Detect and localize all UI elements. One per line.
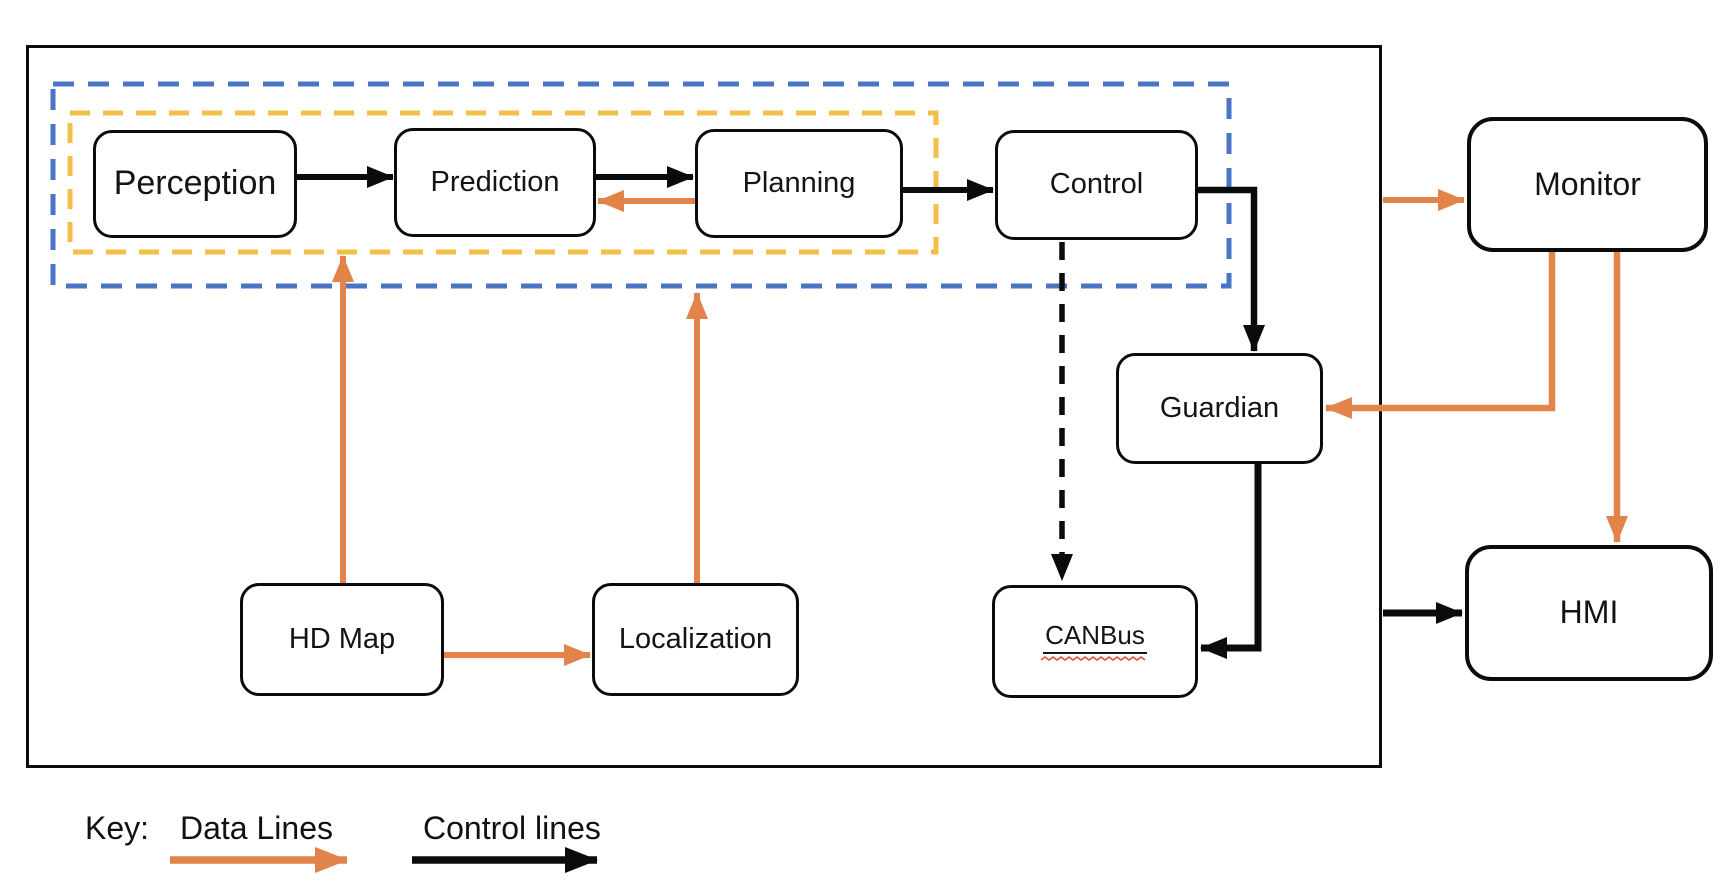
node-planning: Planning — [695, 129, 903, 238]
legend-key-label: Key: — [85, 810, 150, 846]
node-guardian-label: Guardian — [1159, 391, 1280, 424]
node-canbus-label: CANBus — [1043, 621, 1147, 654]
node-localization: Localization — [592, 583, 799, 696]
node-guardian: Guardian — [1116, 353, 1323, 464]
node-hd-map: HD Map — [240, 583, 444, 696]
node-monitor: Monitor — [1467, 117, 1708, 252]
node-hmi-label: HMI — [1559, 594, 1619, 631]
node-perception: Perception — [93, 130, 297, 238]
legend-control-lines-label: Control lines — [423, 810, 601, 846]
spellcheck-squiggle-path — [1040, 655, 1146, 661]
node-perception-label: Perception — [113, 164, 277, 203]
legend-data-lines-label: Data Lines — [180, 810, 333, 846]
spellcheck-squiggle — [1040, 655, 1146, 661]
node-prediction: Prediction — [394, 128, 596, 237]
node-localization-label: Localization — [618, 622, 773, 655]
node-prediction-label: Prediction — [430, 165, 560, 198]
node-control-label: Control — [1049, 168, 1144, 201]
node-hd-map-label: HD Map — [288, 622, 396, 655]
node-planning-label: Planning — [742, 166, 856, 199]
node-control: Control — [995, 130, 1198, 240]
node-hmi: HMI — [1465, 545, 1713, 681]
node-monitor-label: Monitor — [1534, 165, 1641, 202]
node-canbus-content: CANBus — [1040, 621, 1150, 662]
node-canbus: CANBus — [992, 585, 1198, 698]
